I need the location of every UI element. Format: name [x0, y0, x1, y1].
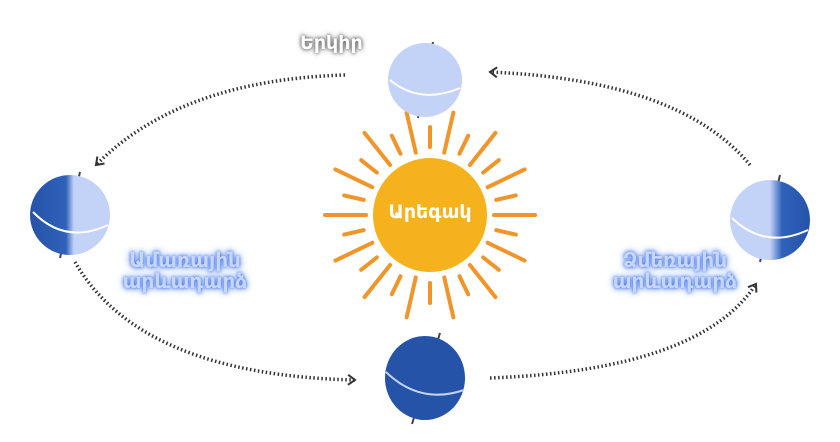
- earth-bottom: [385, 332, 465, 425]
- sun-ray: [404, 110, 418, 155]
- sun-ray: [333, 240, 375, 263]
- sun-ray: [442, 275, 456, 320]
- sun-ray: [467, 263, 498, 300]
- sun-rays: [323, 110, 537, 320]
- sun-ray: [404, 275, 418, 320]
- sun-ray: [457, 274, 471, 297]
- sun-ray: [389, 274, 403, 297]
- sun-ray: [359, 158, 379, 175]
- sun-ray: [333, 167, 375, 190]
- earth-label: Երկիր: [300, 32, 363, 54]
- sun-ray: [342, 228, 366, 237]
- sun-ray: [467, 130, 498, 167]
- sun-ray: [494, 228, 518, 237]
- earth-right: [730, 174, 810, 263]
- sun-ray: [342, 193, 366, 202]
- sun-ray: [481, 255, 501, 272]
- sun-ray: [481, 158, 501, 175]
- winter-solstice-label: Ձմեռային արևադարձ: [612, 248, 738, 293]
- summer-solstice-label: Ամառային արևադարձ: [122, 248, 248, 293]
- sun-ray: [494, 193, 518, 202]
- earth-left: [30, 171, 110, 259]
- sun-ray: [362, 130, 393, 167]
- sun-ray: [485, 240, 527, 263]
- orbit-arrow-top-left: [94, 73, 346, 167]
- sun-ray: [362, 263, 393, 300]
- sun-ray: [359, 255, 379, 272]
- sun-ray: [389, 133, 403, 156]
- sun-ray: [457, 133, 471, 156]
- sun: [373, 158, 487, 272]
- sun-ray: [485, 167, 527, 190]
- sun-ray: [442, 110, 456, 155]
- sun-label: Արեգակ: [388, 201, 472, 223]
- orbit-arrow-left-bottom: [73, 261, 357, 386]
- orbit-arrow-bottom-right: [489, 282, 758, 380]
- earth-top: [388, 41, 462, 119]
- orbit-arrow-right-top: [488, 66, 752, 167]
